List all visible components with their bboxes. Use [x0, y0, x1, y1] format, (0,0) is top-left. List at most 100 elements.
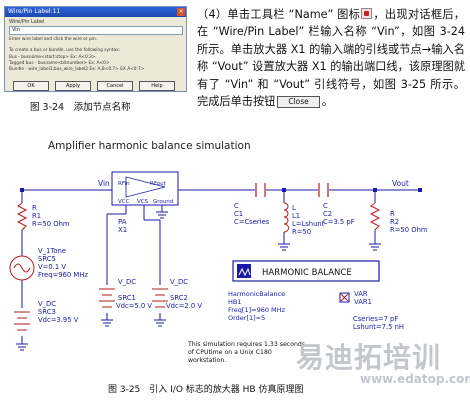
src3-labels: V_DC SRC3 Vdc=3.95 V: [38, 300, 79, 324]
r2-value: R=50 Ohm: [390, 226, 428, 234]
ac-source-src5[interactable]: [9, 255, 35, 281]
wire-label-input[interactable]: Vin: [9, 26, 183, 35]
hb-name: HB1: [228, 298, 241, 306]
amp-gnd-label: Ground: [153, 199, 173, 205]
l1-labels: L L1 L=Lshunt R=50: [292, 204, 325, 236]
dialog-title: Wire/Pin Label:11: [8, 8, 61, 15]
inductor-l1[interactable]: [283, 202, 290, 233]
dc-source-src1[interactable]: [99, 288, 115, 308]
src3-name: SRC3: [38, 308, 56, 316]
instruction-paragraph: （4）单击工具栏 “Name” 图标，出现对话框后，在 “Wire/Pin La…: [197, 6, 465, 110]
src2-type: V_DC: [170, 278, 188, 286]
amp-vcs-label: VCS: [137, 199, 149, 205]
amp-vcc-label: VCC: [118, 199, 130, 205]
hb-type: HarmonicBalance: [228, 290, 285, 298]
wire-pin-label-dialog: Wire/Pin Label:11 × Wire/Pin Label Vin E…: [4, 6, 187, 92]
r1-name: R1: [32, 212, 41, 220]
cancel-button[interactable]: Cancel: [97, 81, 133, 91]
dialog-hint: Enter wire label and click the wire or p…: [9, 37, 98, 42]
watermark-logo-text: 易迪拓培训: [296, 341, 442, 374]
paragraph-text: 。: [321, 95, 333, 109]
dialog-hint: Tagged bus - busname<bitnumber> Ex: A<0>: [9, 61, 110, 66]
hb-banner-text: HARMONIC BALANCE: [262, 268, 352, 278]
ok-button[interactable]: OK: [13, 81, 49, 91]
dc-source-src3[interactable]: [14, 311, 30, 331]
r1-type: R: [32, 204, 37, 212]
c1-labels: C C1 C=Cseries: [234, 202, 270, 226]
close-icon[interactable]: ×: [177, 8, 185, 16]
dialog-hint: To create a bus or bundle, use the follo…: [9, 48, 121, 53]
hb-logo-icon: [238, 267, 251, 277]
src1-type: V_DC: [118, 278, 136, 286]
paragraph-text: （4）单击工具栏 “Name” 图标: [197, 8, 361, 21]
src2-labels: V_DC SRC2 Vdc=2.0 V: [166, 278, 202, 310]
note-line-3: workstation.: [188, 357, 226, 364]
simulation-note: This simulation requires 1.33 seconds of…: [187, 341, 305, 364]
capacitor-c2[interactable]: [318, 183, 329, 197]
c2-value: C=3.5 pF: [323, 218, 355, 226]
var-name: VAR1: [354, 298, 372, 306]
c1-name: C1: [234, 210, 243, 218]
l1-type: L: [292, 204, 296, 212]
watermark-url: www.edatop.com: [360, 372, 470, 386]
amplifier-x1-block[interactable]: RFin RFout VCC VCS Ground: [111, 171, 179, 206]
figure-caption-3-24: 图 3-24 添加节点名称: [30, 102, 131, 113]
vout-label: Vout: [392, 179, 409, 188]
c1-type: C: [234, 202, 239, 210]
c2-type: C: [323, 202, 328, 210]
hb-freq: Freq[1]=960 MHz: [228, 306, 286, 314]
amp-pin-out-label: RFout: [150, 181, 167, 187]
var-cseries: Cseries=7 pF: [353, 315, 398, 323]
var-type: VAR: [354, 290, 368, 298]
src1-name: SRC1: [118, 294, 136, 302]
r2-labels: R R2 R=50 Ohm: [390, 210, 428, 234]
wire-nodes: [20, 188, 422, 192]
vin-label: Vin: [98, 179, 110, 188]
ground-symbols: [16, 211, 381, 351]
src5-labels: V_1Tone SRC5 V=0.1 V Freq=960 MHz: [38, 247, 88, 279]
c2-labels: C C2 C=3.5 pF: [323, 202, 355, 226]
help-button[interactable]: Help: [139, 81, 175, 91]
name-tool-icon: [361, 8, 373, 19]
resistor-r1[interactable]: [16, 202, 28, 231]
src5-freq: Freq=960 MHz: [38, 271, 88, 279]
var-block[interactable]: [339, 292, 350, 303]
src5-type: V_1Tone: [38, 247, 66, 255]
dc-source-src2[interactable]: [152, 288, 168, 308]
dialog-titlebar: Wire/Pin Label:11 ×: [5, 7, 186, 17]
src1-value: Vdc=5.0 V: [116, 302, 152, 310]
c1-value: C=Cseries: [234, 218, 270, 226]
capacitor-c1[interactable]: [255, 183, 266, 197]
l1-resistance: R=50: [292, 228, 311, 236]
var-lshunt: Lshunt=7.5 nH: [353, 323, 404, 331]
var-labels: VAR VAR1 Cseries=7 pF Lshunt=7.5 nH: [353, 290, 404, 331]
close-button[interactable]: Close: [277, 96, 320, 109]
amp-x1-label: X1: [118, 226, 127, 234]
field-label: Wire/Pin Label: [9, 19, 45, 25]
schematic-title: Amplifier harmonic balance simulation: [48, 140, 251, 152]
src2-value: Vdc=2.0 V: [166, 302, 202, 310]
src2-name: SRC2: [170, 294, 188, 302]
harmonic-balance-controller[interactable]: HARMONIC BALANCE: [232, 260, 380, 282]
amp-pin-in-label: RFin: [118, 181, 130, 187]
r1-labels: R R1 R=50 Ohm: [32, 204, 70, 228]
note-line-1: This simulation requires 1.33 seconds: [187, 341, 305, 348]
resistor-r2[interactable]: [369, 202, 381, 231]
src5-name: SRC5: [38, 255, 56, 263]
figure-caption-3-25: 图 3-25 引入 I/O 标志的放大器 HB 仿真原理图: [108, 385, 304, 395]
wires: [21, 189, 420, 344]
l1-name: L1: [292, 212, 300, 220]
apply-button[interactable]: Apply: [55, 81, 91, 91]
c2-name: C2: [323, 210, 332, 218]
r1-value: R=50 Ohm: [32, 220, 70, 228]
r2-name: R2: [390, 218, 399, 226]
l1-value: L=Lshunt: [292, 220, 325, 228]
src3-type: V_DC: [38, 300, 56, 308]
r2-type: R: [390, 210, 395, 218]
dialog-hint: Bundle - wire_label1,bus_wire_label2 Ex:…: [9, 67, 145, 72]
hb-order: Order[1]=5: [228, 314, 265, 322]
src3-value: Vdc=3.95 V: [38, 316, 79, 324]
hb-labels: HarmonicBalance HB1 Freq[1]=960 MHz Orde…: [228, 290, 286, 322]
src1-labels: V_DC SRC1 Vdc=5.0 V: [116, 278, 152, 310]
